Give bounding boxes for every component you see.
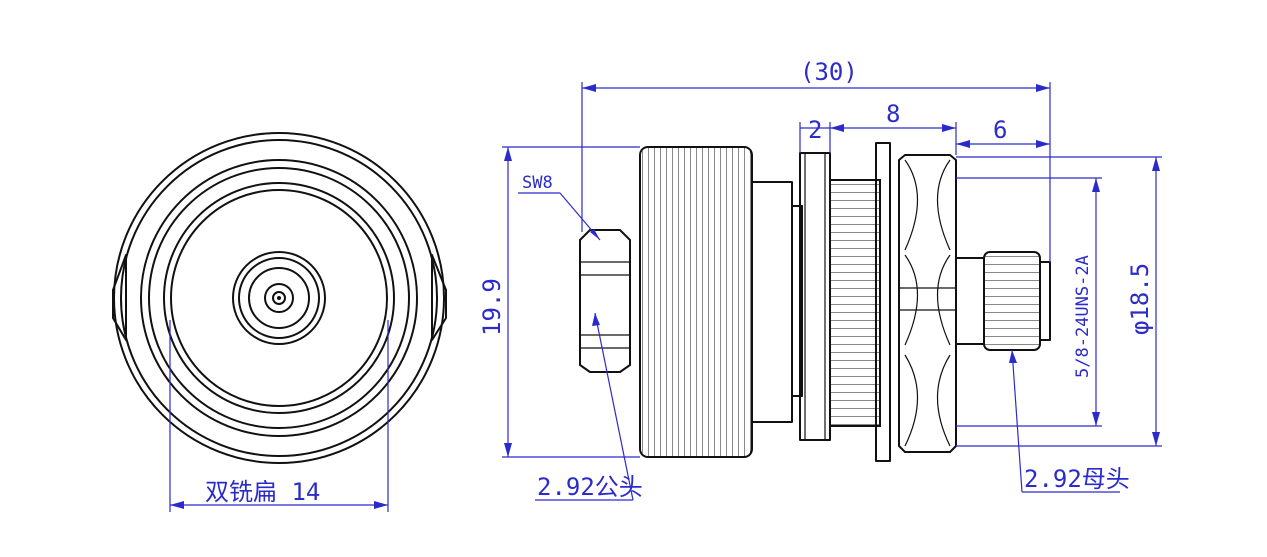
female-connector-label: 2.92母头 xyxy=(1024,465,1130,493)
overall-length-label: (30) xyxy=(800,58,858,86)
tail-length-label: 6 xyxy=(993,116,1007,144)
body-height-label: 19.9 xyxy=(478,278,506,336)
dimension-labels: (30) 2 8 6 19.9 5/8-24UNS-2A φ18.5 SW8 双… xyxy=(205,58,1154,506)
nut-diameter-label: φ18.5 xyxy=(1126,263,1154,335)
male-connector-label: 2.92公头 xyxy=(537,473,643,501)
front-view xyxy=(112,132,447,464)
side-view xyxy=(579,142,1051,462)
wrench-size-label: SW8 xyxy=(522,173,553,193)
thread-spec-label: 5/8-24UNS-2A xyxy=(1073,255,1093,378)
flange-thickness-label: 2 xyxy=(808,116,822,144)
nut-length-label: 8 xyxy=(886,100,900,128)
dimension-lines xyxy=(169,82,1162,512)
flat-width-label: 双铣扁 14 xyxy=(205,478,320,506)
